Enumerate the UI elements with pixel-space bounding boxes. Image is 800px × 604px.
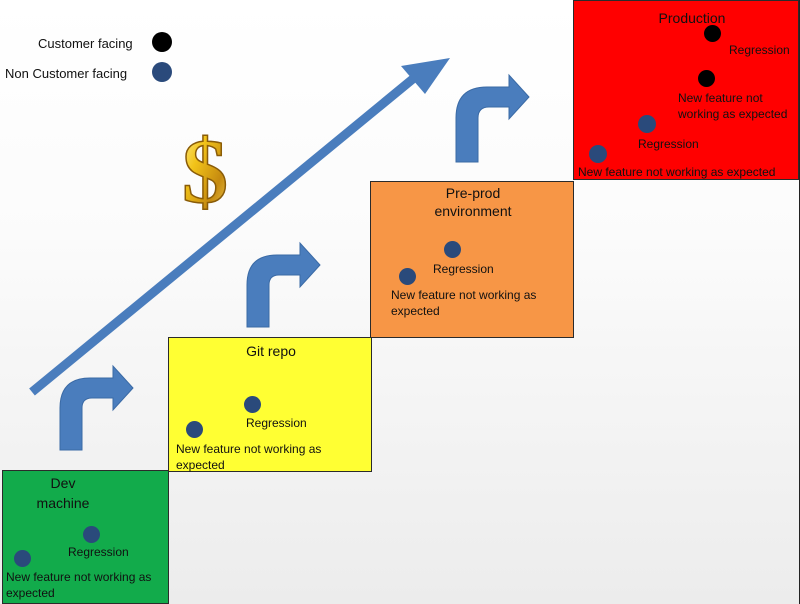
stage-preprod-title-line2: environment (434, 203, 512, 219)
git-regression-dot (244, 396, 261, 413)
diagonal-arrow-icon (29, 58, 450, 396)
production-regression-customer-dot (704, 25, 721, 42)
turn-right-arrow-icon-2 (246, 241, 321, 328)
dev-feature-label-line2: expected (6, 586, 55, 600)
legend-customer-facing-dot (152, 32, 172, 52)
stage-git-repo: Git repo Regression New feature not work… (168, 337, 372, 472)
stage-dev-machine: Dev machine Regression New feature not w… (2, 470, 169, 604)
preprod-feature-label-line2: expected (391, 304, 440, 318)
git-feature-label-line1: New feature not working as (176, 442, 322, 456)
preprod-regression-dot (444, 241, 461, 258)
production-regression-customer-label: Regression (729, 43, 790, 57)
dev-feature-dot (14, 550, 31, 567)
production-feature-internal-dot (589, 145, 607, 163)
production-feature-customer-dot (698, 70, 715, 87)
stage-git-repo-title: Git repo (246, 343, 296, 359)
dev-regression-dot (83, 526, 100, 543)
production-feature-customer-label-line2: working as expected (678, 107, 788, 121)
production-regression-internal-dot (638, 115, 656, 133)
legend-customer-facing-label: Customer facing (38, 36, 133, 51)
stage-production: Production Regression New feature not wo… (573, 0, 799, 180)
dev-regression-label: Regression (68, 545, 129, 559)
stage-preprod-title-line1: Pre-prod (445, 185, 501, 201)
preprod-regression-label: Regression (433, 262, 494, 276)
production-feature-customer-label-line1: New feature not (678, 91, 763, 105)
dev-feature-label-line1: New feature not working as (6, 570, 152, 584)
stage-dev-title-line1: Dev (50, 475, 76, 491)
preprod-feature-dot (399, 268, 416, 285)
stage-dev-title-line2: machine (36, 495, 90, 511)
dollar-sign-icon: $ (181, 119, 229, 223)
turn-right-arrow-icon-1 (59, 364, 134, 451)
legend-non-customer-facing-dot (152, 62, 172, 82)
stage-production-title: Production (658, 10, 726, 26)
svg-text:$: $ (182, 120, 228, 222)
turn-right-arrow-icon-3 (455, 73, 530, 163)
preprod-feature-label-line1: New feature not working as (391, 288, 537, 302)
git-feature-label-line2: expected (176, 458, 225, 472)
legend-non-customer-facing-label: Non Customer facing (5, 66, 128, 81)
git-feature-dot (186, 421, 203, 438)
git-regression-label: Regression (246, 416, 307, 430)
stage-preprod: Pre-prod environment Regression New feat… (370, 181, 574, 338)
production-regression-internal-label: Regression (638, 137, 699, 151)
production-feature-internal-label: New feature not working as expected (578, 165, 776, 179)
